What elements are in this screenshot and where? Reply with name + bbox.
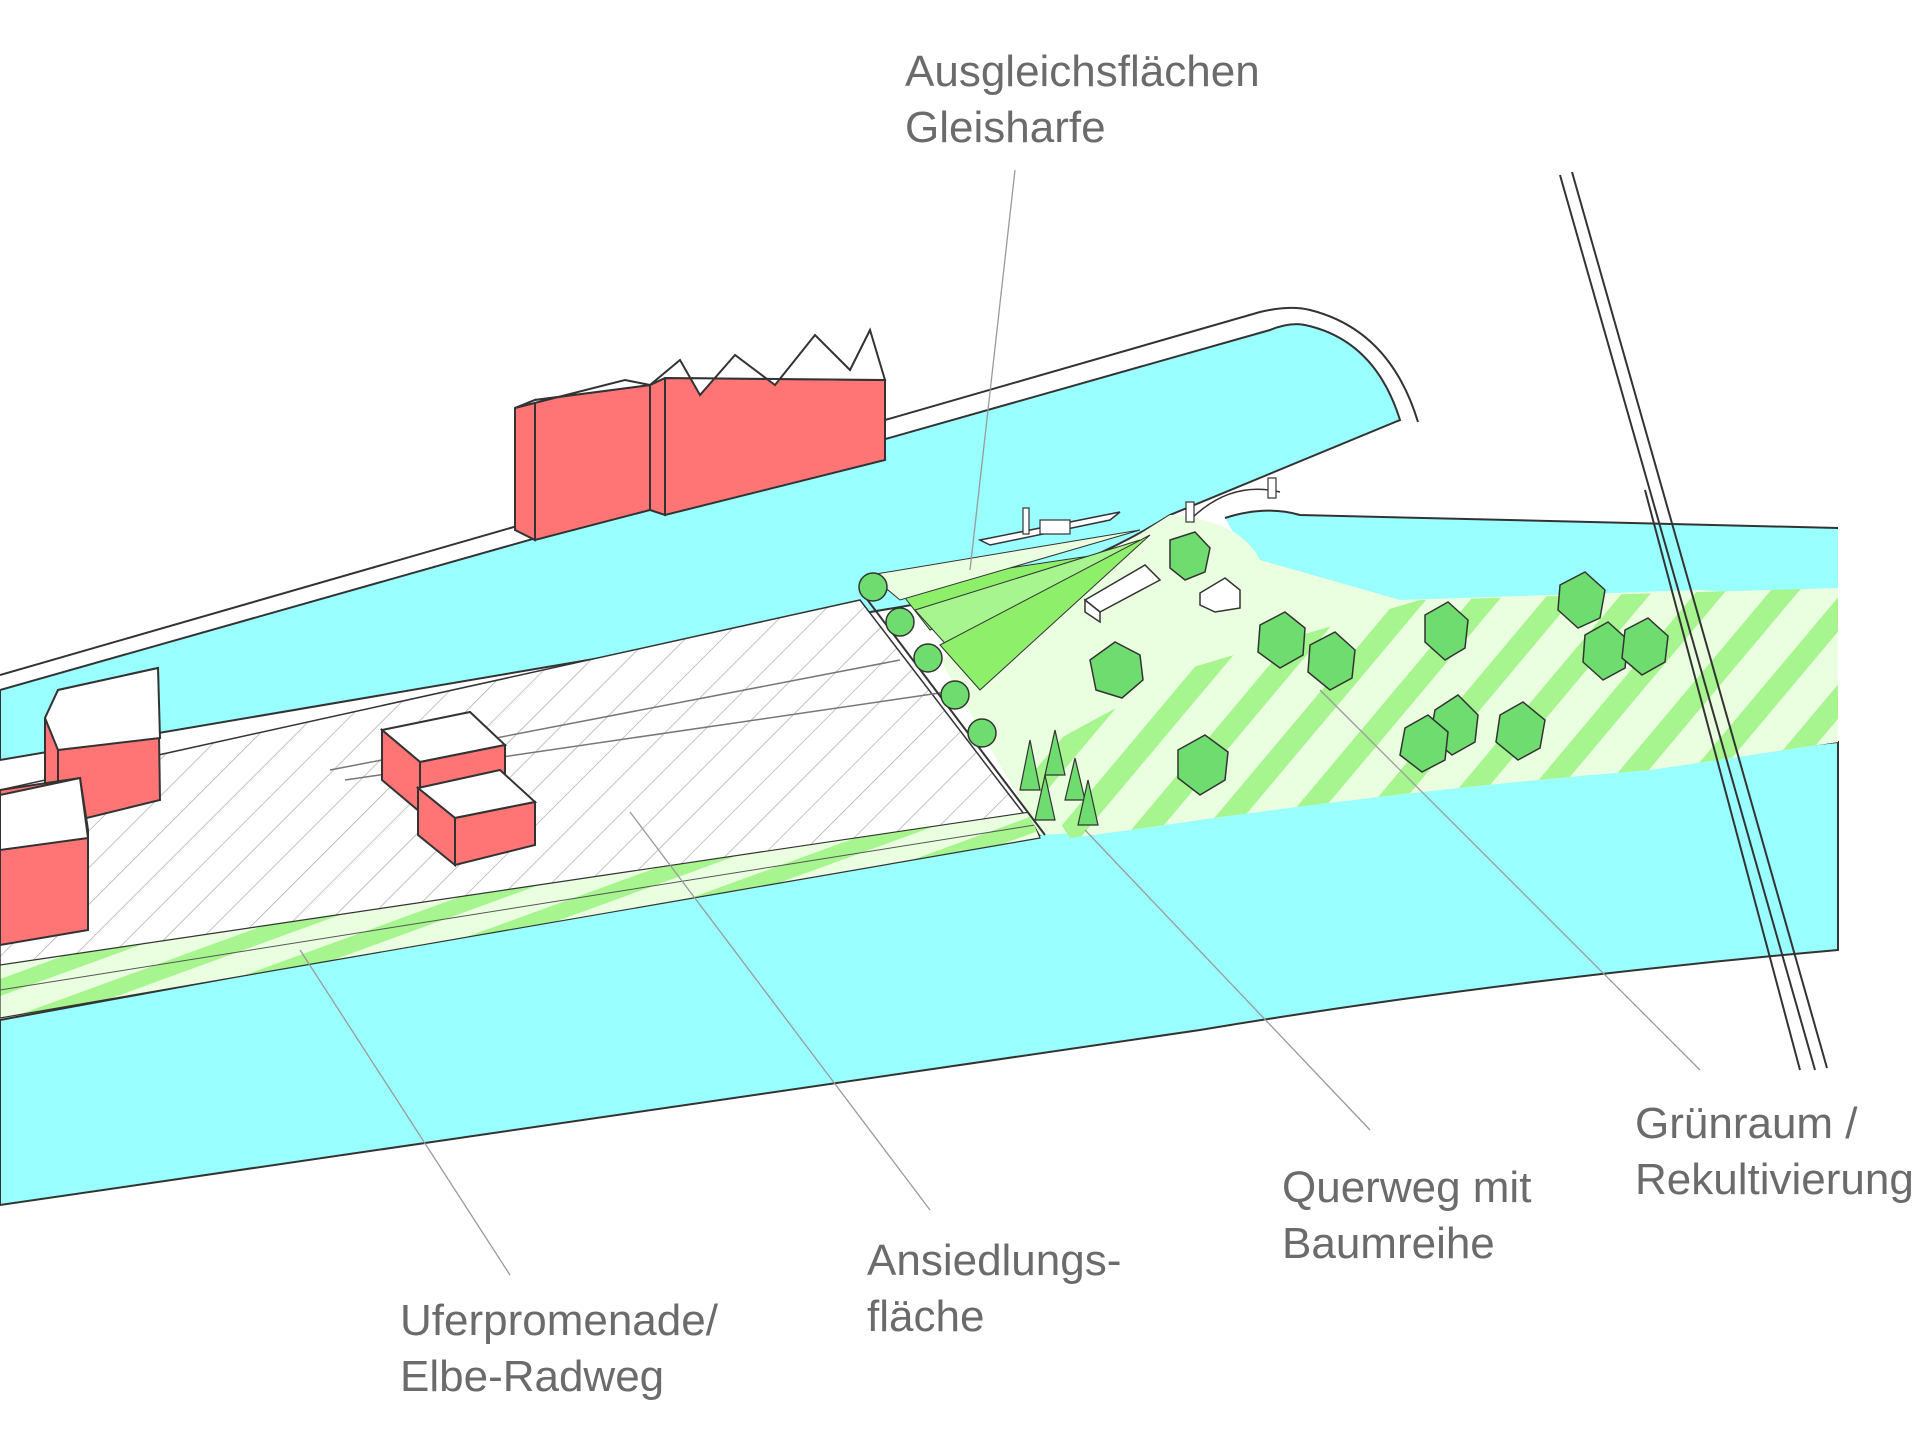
label-gruenraum-line2: Rekultivierung	[1635, 1155, 1914, 1204]
upper-quay-wall	[0, 306, 1419, 676]
building-west-upper	[43, 666, 162, 827]
building-block-north	[514, 327, 887, 542]
building-settlement-2	[415, 768, 538, 868]
label-ausgleich-line1: Ausgleichsflächen	[905, 47, 1260, 96]
shed-building	[1083, 564, 1162, 624]
label-ausgleich-line2: Gleisharfe	[905, 103, 1106, 152]
riverside-promenade	[0, 811, 1041, 1019]
promenade-centerline	[0, 824, 1036, 991]
small-house	[1199, 577, 1241, 613]
label-querweg-line2: Baumreihe	[1282, 1219, 1495, 1268]
rail-bridge-line-3	[1644, 489, 1801, 1071]
label-ufer-line2: Elbe-Radweg	[400, 1352, 664, 1401]
rail-bridge-line-2	[1571, 171, 1828, 1069]
compensation-strip-3	[939, 534, 1151, 691]
tree-row	[858, 572, 997, 748]
tree-cluster	[1089, 531, 1669, 796]
elbe-river-water	[0, 740, 1839, 1207]
ship	[977, 507, 1121, 546]
label-ufer-line1: Uferpromenade/	[400, 1296, 719, 1345]
lock-tower-2	[1267, 477, 1277, 499]
rail-bridge-line-1	[1559, 174, 1816, 1071]
label-gruenraum-line1: Grünraum /	[1635, 1099, 1858, 1148]
label-ansiedlung-line2: fläche	[867, 1292, 984, 1341]
conifer-group	[1019, 729, 1099, 826]
lock-tower-1	[1185, 501, 1195, 523]
label-querweg-line1: Querweg mit	[1282, 1163, 1531, 1212]
label-ansiedlung-line1: Ansiedlungs-	[867, 1236, 1121, 1285]
right-river-upper-edge	[1224, 509, 1839, 529]
leader-lines	[299, 169, 1701, 1276]
building-west-lower	[0, 776, 90, 947]
